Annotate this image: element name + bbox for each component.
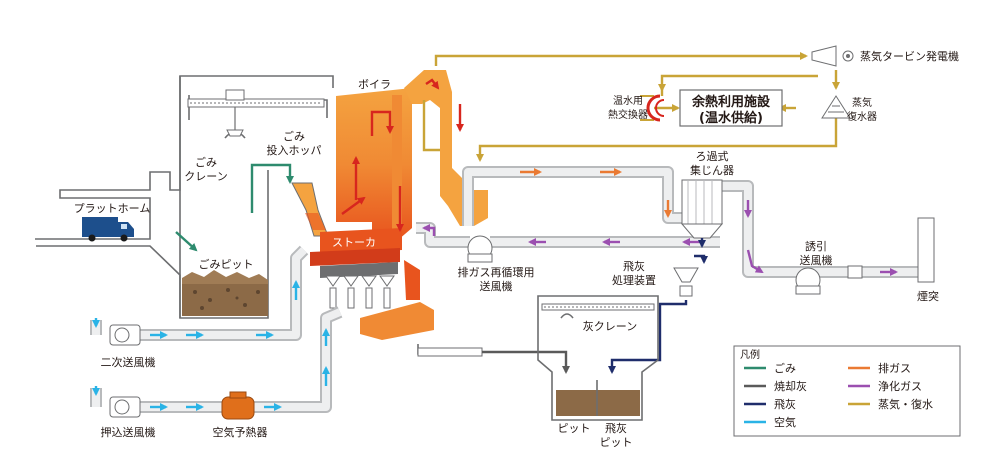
clean-gas-flow: [422, 200, 898, 276]
waste-pit-label: ごみピット: [199, 257, 254, 271]
air-preheater: [221, 391, 255, 420]
legend-item-ash: 焼却灰: [774, 379, 807, 393]
boiler: [320, 70, 488, 254]
hopper-label-1: ごみ: [283, 129, 305, 143]
waste-pit-fill: [182, 270, 268, 316]
induced-fan-label-1: 誘引: [805, 239, 827, 253]
chimney-label: 煙突: [917, 289, 939, 303]
fly-ash-treatment: [608, 254, 708, 374]
fly-ash-pit-label-1: 飛灰: [605, 421, 627, 435]
hopper-label-2: 投入ホッパ: [267, 143, 322, 157]
legend-item-air: 空気: [774, 415, 796, 429]
truck-icon: [82, 217, 134, 242]
bag-filter-label-2: 集じん器: [690, 163, 734, 177]
secondary-air-fan: [109, 324, 141, 346]
waste-crane-label-2: クレーン: [184, 170, 227, 183]
legend-title: 凡例: [740, 348, 760, 361]
condenser-label-2: 復水器: [847, 110, 877, 123]
turbine-icon: [811, 45, 854, 67]
induced-draft-fan: [795, 265, 863, 295]
stoker: [310, 248, 434, 340]
ash-pit-building: [537, 295, 659, 421]
bag-filter-label-1: ろ過式: [696, 150, 729, 163]
ash-crane-label: 灰クレーン: [583, 319, 637, 333]
platform-label: プラットホーム: [74, 202, 151, 215]
exhaust-flow: [520, 168, 672, 218]
forced-draft-fan: [109, 396, 141, 418]
condenser-icon: [821, 95, 851, 119]
recirculation-fan: [467, 235, 493, 263]
hot-water-exchanger-icon: [640, 94, 665, 122]
ash-crane-icon: [560, 313, 574, 319]
induced-fan-label-2: 送風機: [800, 253, 833, 267]
turbine-label: 蒸気タービン発電機: [860, 49, 959, 63]
legend: 凡例 ごみ 焼却灰 飛灰 空気 排ガス 浄化ガス 蒸気・復水: [733, 345, 961, 437]
waste-crane-rail: [187, 89, 325, 108]
stoker-label: ストーカ: [332, 236, 376, 249]
pit-label: ピット: [558, 422, 591, 435]
recirc-fan-label-1: 排ガス再循環用: [458, 265, 535, 279]
legend-item-clean-gas: 浄化ガス: [878, 379, 922, 393]
fly-ash-treatment-label-2: 処理装置: [612, 274, 656, 287]
heat-utilization-facility-box: [679, 89, 783, 127]
legend-item-exhaust: 排ガス: [878, 361, 911, 375]
secondary-fan-label: 二次送風機: [101, 355, 156, 369]
recirc-fan-label-2: 送風機: [480, 279, 513, 293]
ash-conveyor: [417, 344, 570, 374]
hw-exchanger-label-1: 温水用: [613, 95, 643, 107]
legend-item-fly-ash: 飛灰: [774, 397, 796, 411]
waste-crane-label-1: ごみ: [195, 155, 217, 169]
waste-hopper: [291, 182, 329, 237]
boiler-gas-path: [341, 78, 473, 232]
air-preheater-label: 空気予熱器: [213, 425, 268, 439]
steam-lines: [422, 52, 840, 162]
fly-ash-treatment-label-1: 飛灰: [623, 259, 645, 273]
heat-facility-label-2: (温水供給): [699, 110, 763, 126]
legend-item-steam: 蒸気・復水: [878, 397, 933, 411]
boiler-label: ボイラ: [358, 78, 391, 91]
fly-ash-pit-label-2: ピット: [600, 436, 633, 449]
condenser-label-1: 蒸気: [852, 96, 872, 109]
bag-filter-icon: [680, 179, 724, 248]
chimney: [917, 217, 935, 283]
crane-grab-icon: [224, 107, 246, 139]
air-flow: [92, 280, 330, 411]
hw-exchanger-label-2: 熱交換器: [608, 108, 648, 121]
heat-facility-label-1: 余熱利用施設: [691, 94, 771, 110]
forced-fan-label: 押込送風機: [101, 425, 156, 439]
waste-flow: [175, 163, 294, 252]
legend-item-waste: ごみ: [774, 361, 796, 375]
